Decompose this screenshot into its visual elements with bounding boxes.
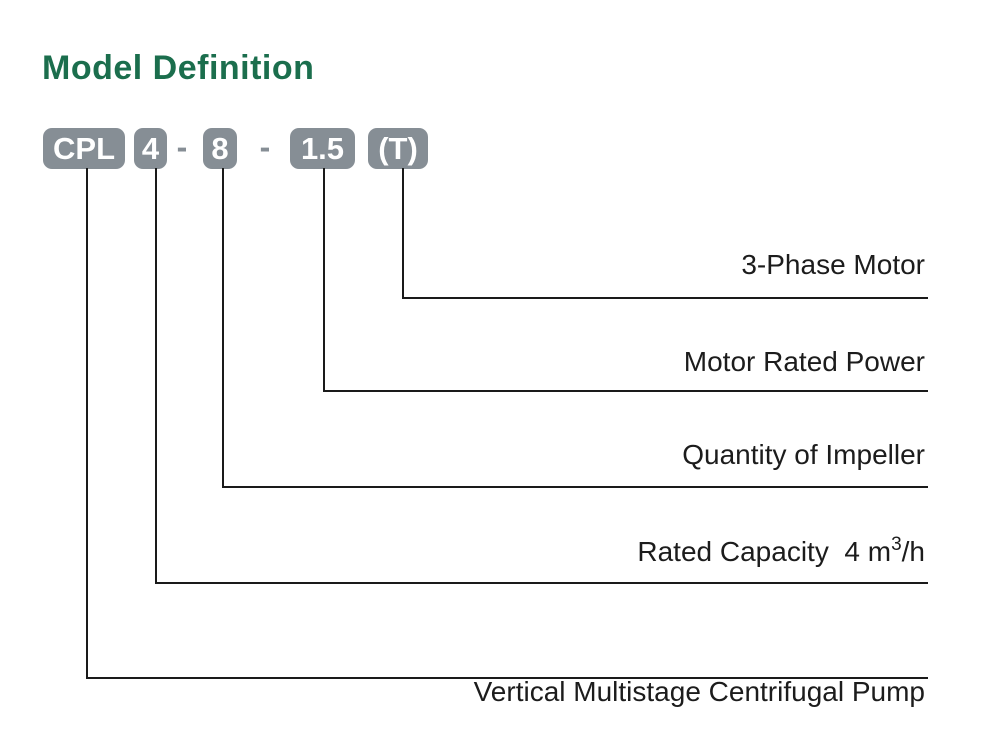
model-segment-impeller: 8 — [203, 128, 237, 169]
connector-hline-series — [86, 677, 928, 679]
model-segment-capacity: 4 — [134, 128, 167, 169]
connector-hline-capacity — [155, 582, 928, 584]
definition-label-phase: 3-Phase Motor — [741, 249, 925, 280]
connector-vline-power — [323, 168, 325, 392]
definition-label-series: Vertical Multistage Centrifugal Pump (Bo… — [474, 594, 925, 755]
connector-hline-impeller — [222, 486, 928, 488]
capacity-label-unit: /h — [901, 536, 925, 567]
model-segment-series: CPL — [43, 128, 125, 169]
connector-hline-power — [323, 390, 928, 392]
definition-label-impeller: Quantity of Impeller — [682, 439, 925, 470]
connector-vline-impeller — [222, 168, 224, 488]
model-segment-power: 1.5 — [290, 128, 355, 169]
model-segment-phase: (T) — [368, 128, 428, 169]
capacity-superscript: 3 — [891, 534, 902, 555]
definition-label-power: Motor Rated Power — [683, 346, 925, 377]
connector-vline-series — [86, 168, 88, 679]
connector-hline-phase — [402, 297, 928, 299]
model-separator: - — [259, 129, 271, 165]
model-separator: - — [176, 129, 188, 165]
page-title: Model Definition — [42, 49, 315, 87]
definition-label-capacity: Rated Capacity 4 m3/h — [637, 534, 925, 568]
capacity-label-text: Rated Capacity 4 m — [637, 536, 892, 567]
connector-vline-capacity — [155, 168, 157, 584]
connector-vline-phase — [402, 168, 404, 299]
series-label-line1: Vertical Multistage Centrifugal Pump — [473, 676, 925, 707]
